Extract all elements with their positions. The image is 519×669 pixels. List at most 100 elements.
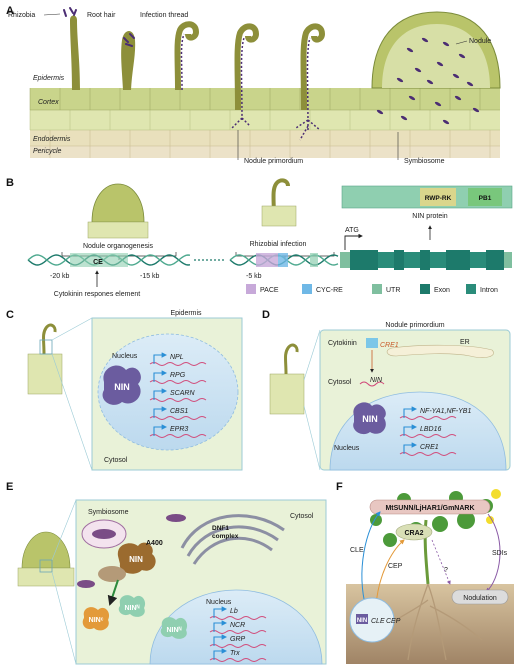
c-gene-label-1: RPG: [170, 372, 186, 379]
endodermis-label: Endodermis: [33, 136, 71, 143]
f-cep-gene: CEP: [386, 618, 401, 625]
d-er-label: ER: [460, 339, 470, 346]
e-nucleus-label: Nucleus: [206, 599, 232, 606]
root-hair-3: [174, 21, 200, 91]
f-cle-label: CLE: [350, 547, 364, 554]
e-dnf1-complex-near: [98, 566, 126, 582]
pb1-domain: [468, 188, 502, 206]
e-nin-c-protein: [82, 607, 110, 631]
f-receptor-label: MtSUNN/LjHAR1/GmNARK: [385, 505, 474, 512]
nin-protein-label: NIN protein: [412, 213, 448, 220]
d-title: Nodule primordium: [385, 322, 444, 329]
c-gene-strand-2: [149, 398, 207, 402]
e-bacteroid-3: [77, 580, 95, 588]
nodule-bacteroids: [376, 37, 480, 125]
f-cle-gene: CLE: [371, 618, 385, 625]
legend-swatch-pace: [246, 284, 256, 294]
pericycle-label: Pericycle: [33, 148, 62, 155]
e-gene-label-3: Trx: [230, 650, 240, 657]
d-gene-arrow-2: [403, 442, 418, 454]
cyc-re-region: [278, 253, 288, 267]
panel-c: C Epidermis Nucleus Cytosol NIN NPLRPGSC…: [6, 309, 243, 471]
panel-d-letter: D: [262, 309, 270, 321]
infection-thread-2: [240, 37, 245, 121]
d-cytokinin-label: Cytokinin: [328, 340, 357, 347]
epidermis-label: Epidermis: [33, 75, 65, 82]
c-gene-strand-1: [149, 380, 207, 384]
legend-label-cyc-re: CYC-RE: [316, 287, 343, 294]
d-er: [386, 344, 494, 358]
nodule-primordium-label: Nodule primordium: [244, 158, 303, 165]
c-nucleus-label: Nucleus: [112, 353, 138, 360]
f-sdis-label: SDIs: [492, 550, 508, 557]
endodermis-layer: [30, 130, 500, 146]
legend-swatch-cyc-re: [302, 284, 312, 294]
e-gene-arrow-2: [213, 634, 228, 646]
c-gene-strand-4: [149, 434, 207, 438]
gene-exon-2: [394, 250, 404, 270]
f-nodulation-box: [451, 589, 509, 605]
f-flower-1: [491, 489, 501, 499]
f-cep-label: CEP: [388, 563, 403, 570]
gene-exon-4: [446, 250, 470, 270]
legend-label-pace: PACE: [260, 287, 279, 294]
d-gene-arrow-0: [403, 406, 418, 418]
promoter-box: [310, 253, 318, 267]
d-gene-strand-2: [399, 452, 457, 456]
e-gene-strand-2: [209, 644, 267, 648]
c-gene-arrow-3: [153, 406, 168, 418]
legend-label-utr: UTR: [386, 287, 400, 294]
c-nin-label: NIN: [114, 382, 130, 392]
root-hair-4: [234, 23, 260, 111]
panel-f-letter: F: [336, 481, 343, 493]
d-nin-gene-strand: [359, 381, 385, 387]
gene-utr-3: [504, 252, 512, 268]
nodule-inner: [382, 24, 490, 88]
infection-thread-label: Infection thread: [140, 12, 188, 19]
e-symbiosome-label: Symbiosome: [88, 509, 129, 516]
pos-20kb: -20 kb: [50, 273, 70, 280]
e-gene-arrow-1: [213, 620, 228, 632]
e-nin-n2-label: NINᴺ: [166, 627, 181, 634]
nodule-label: Nodule: [469, 38, 491, 45]
d-root-icon: [269, 373, 305, 415]
organogenesis-root-icon: [87, 221, 149, 239]
f-cra2-label: CRA2: [404, 530, 423, 537]
c-root-hair-icon: [42, 323, 57, 355]
f-question: ?: [444, 567, 448, 574]
e-cytosol-label: Cytosol: [290, 513, 314, 520]
e-dnf1-label: DNF1: [212, 525, 229, 532]
d-gene-label-2: CRE1: [420, 444, 439, 451]
rwp-rk-label: RWP-RK: [425, 195, 452, 202]
f-cle-arrow: [361, 511, 381, 609]
legend-swatch-exon: [420, 284, 430, 294]
legend-label-intron: Intron: [480, 287, 498, 294]
infection-thread-branch-2: [295, 119, 321, 141]
rhizobial-infection-label: Rhizobial infection: [250, 241, 307, 248]
c-gene-label-0: NPL: [170, 354, 184, 361]
f-zoom-circle: [349, 597, 395, 643]
panel-b: B Nodule organogenesis Rhizobial infecti…: [6, 177, 513, 298]
cortex-label: Cortex: [38, 99, 59, 106]
c-title: Epidermis: [170, 310, 202, 317]
panel-d: D Nodule primordium ER Cytokinin CRE1 Cy…: [262, 309, 511, 471]
pace-region: [256, 253, 278, 267]
root-hair-1: [70, 15, 80, 90]
e-gene-arrow-3: [213, 648, 228, 660]
e-gene-label-0: Lb: [230, 608, 238, 615]
root-hair-label: Root hair: [87, 12, 116, 19]
gene-exon-1: [350, 250, 378, 270]
f-nodulation-label: Nodulation: [463, 595, 497, 602]
e-complex-label: complex: [212, 533, 239, 540]
panel-c-letter: C: [6, 309, 14, 321]
panel-e-letter: E: [6, 481, 13, 493]
gene-utr-5: [340, 252, 350, 268]
d-gene-label-1: LBD16: [420, 426, 442, 433]
pb1-label: PB1: [479, 195, 492, 202]
rwp-rk-domain: [420, 188, 456, 206]
f-nin-box: [356, 614, 368, 624]
